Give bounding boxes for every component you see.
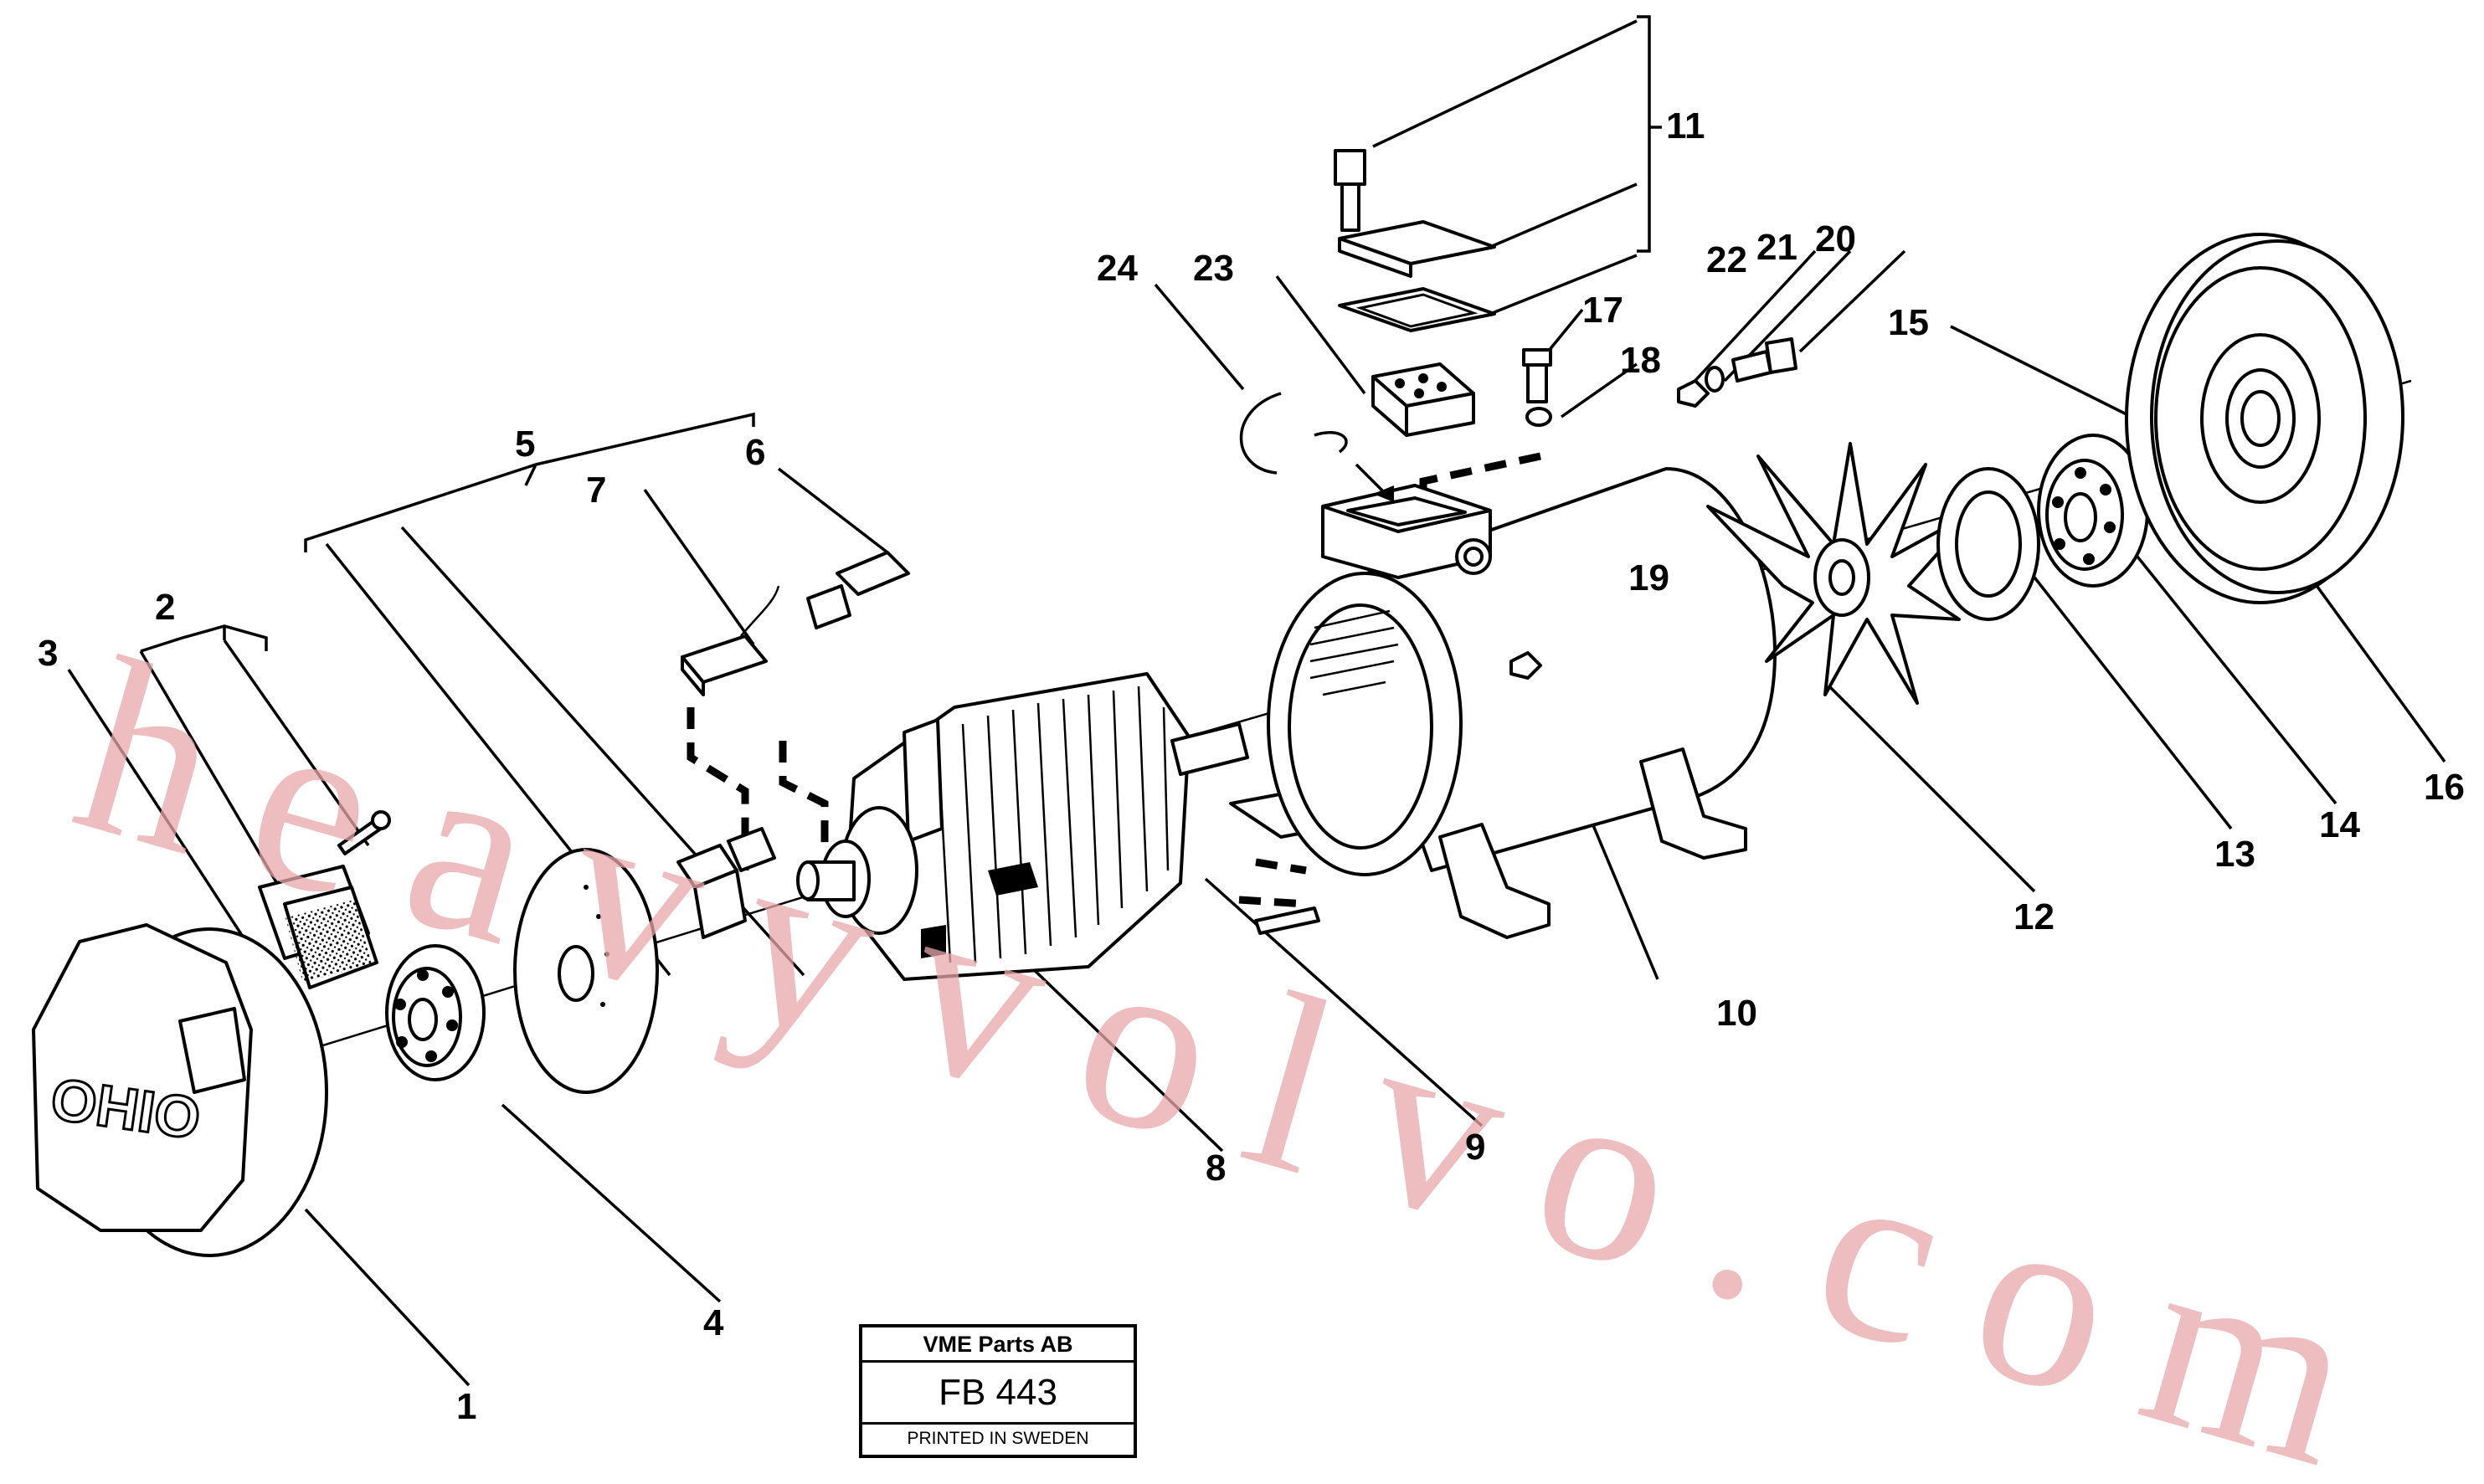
stator-housing xyxy=(1267,467,1777,939)
callout-21: 21 xyxy=(1756,227,1797,268)
callout-3: 3 xyxy=(38,633,58,674)
plate-code: FB 443 xyxy=(862,1363,1134,1425)
callout-1: 1 xyxy=(456,1386,476,1427)
callout-7: 7 xyxy=(586,470,606,511)
callout-14: 14 xyxy=(2319,804,2360,845)
pulley xyxy=(2125,233,2404,604)
terminal-cover-parts xyxy=(1334,149,1496,332)
callout-labels: 1 2 3 4 5 6 7 8 9 10 11 12 13 14 15 16 1… xyxy=(38,105,2465,1427)
callout-10: 10 xyxy=(1716,993,1757,1034)
callout-23: 23 xyxy=(1193,248,1234,289)
terminal-block xyxy=(1355,362,1475,502)
leader-lines xyxy=(67,15,2446,1387)
inspection-cover xyxy=(258,810,391,989)
callout-6: 6 xyxy=(745,432,765,473)
callout-9: 9 xyxy=(1465,1127,1485,1168)
callout-8: 8 xyxy=(1206,1148,1226,1189)
callout-19: 19 xyxy=(1628,557,1669,598)
seal-ring xyxy=(1936,467,2040,621)
brush-holder-disc xyxy=(513,848,659,1094)
callout-12: 12 xyxy=(2013,896,2055,937)
callout-4: 4 xyxy=(703,1302,724,1343)
plate-printed: PRINTED IN SWEDEN xyxy=(907,1429,1089,1448)
callout-15: 15 xyxy=(1888,302,1929,343)
fan xyxy=(1706,442,1977,705)
plate-company: VME Parts AB xyxy=(862,1327,1134,1363)
callout-13: 13 xyxy=(2214,834,2255,875)
brush-parts xyxy=(676,551,910,939)
callout-22: 22 xyxy=(1706,239,1747,280)
small-fasteners xyxy=(1509,337,1797,680)
callout-18: 18 xyxy=(1620,340,1661,381)
end-cover: OHIO xyxy=(32,923,328,1257)
callout-2: 2 xyxy=(155,587,175,628)
bearing-front xyxy=(385,944,486,1081)
callout-5: 5 xyxy=(515,424,535,465)
rotor xyxy=(796,672,1249,981)
bearing-rear xyxy=(2037,434,2149,588)
callout-16: 16 xyxy=(2424,767,2465,808)
callout-24: 24 xyxy=(1097,248,1138,289)
callout-11: 11 xyxy=(1666,105,1705,146)
callout-20: 20 xyxy=(1815,218,1856,259)
circlip-24 xyxy=(1239,392,1348,475)
callout-17: 17 xyxy=(1582,290,1623,331)
title-plate: VME Parts AB FB 443 PRINTED IN SWEDEN xyxy=(859,1324,1137,1458)
